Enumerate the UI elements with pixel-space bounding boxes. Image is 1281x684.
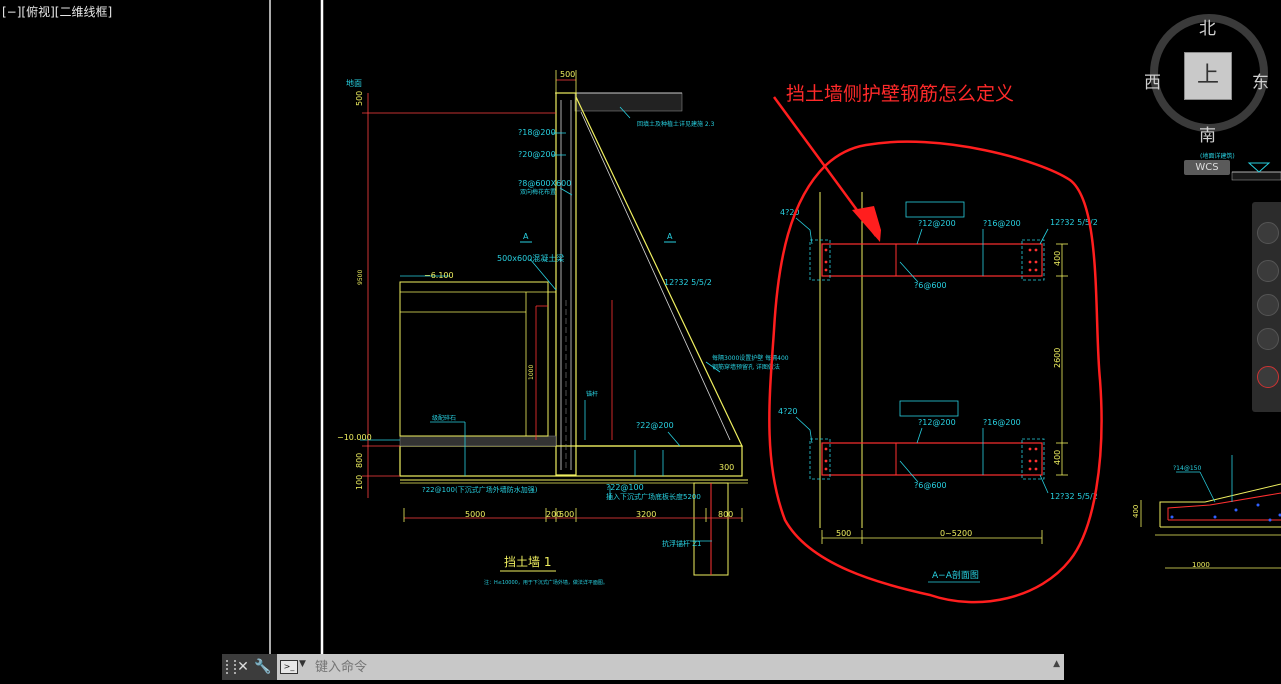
aa-dim-4: 500 bbox=[836, 529, 851, 538]
buttress bbox=[576, 97, 742, 446]
markup-circle bbox=[769, 142, 1101, 602]
markup-arrow-head bbox=[852, 206, 881, 242]
anchor-label: 锚杆 bbox=[586, 390, 598, 398]
section-mark-a1: A bbox=[523, 232, 529, 241]
ground-hatch bbox=[575, 93, 682, 111]
viewcube-top-face[interactable]: 上 bbox=[1184, 52, 1232, 100]
rebar-label-3b: 双向梅花布置 bbox=[520, 188, 556, 196]
orbit-icon[interactable] bbox=[1257, 328, 1279, 350]
command-line-bar: ✕ 🔧 >_ ▼ ▲ bbox=[222, 654, 1064, 680]
mid-note-2: 钢筋穿墙预留孔 详图做法 bbox=[712, 363, 780, 371]
drawing-note: 注：H≤10000，用于下沉式广场外墙，做法详平面图。 bbox=[484, 579, 608, 586]
dim-5000: 5000 bbox=[465, 510, 485, 519]
steering-wheel-icon[interactable] bbox=[1257, 222, 1279, 244]
aa-rebar-5: ?6@600 bbox=[914, 281, 947, 290]
customize-wrench-icon[interactable]: 🔧 bbox=[254, 657, 272, 677]
dim-left-500: 500 bbox=[355, 91, 364, 106]
markup-question-text: 挡土墙侧护壁钢筋怎么定义 bbox=[786, 83, 1014, 105]
slope-rebar-label: 12?32 5/5/2 bbox=[664, 278, 712, 287]
drawing-title: 挡土墙 1 bbox=[504, 555, 551, 569]
aa-dim-2: 2600 bbox=[1053, 348, 1062, 368]
partial-dim-1000: 1000 bbox=[1192, 561, 1210, 569]
dim-height: 9500 bbox=[357, 270, 364, 285]
partial-dim-400: 400 bbox=[1132, 505, 1140, 518]
compass-south[interactable]: 南 bbox=[1199, 121, 1216, 146]
aa-rebar-10: ?6@600 bbox=[914, 481, 947, 490]
navigation-bar bbox=[1252, 202, 1281, 412]
aa-rebar-2: ?12@200 bbox=[918, 219, 956, 228]
elev-10000: −10.000 bbox=[337, 433, 372, 442]
showmotion-icon[interactable] bbox=[1257, 366, 1279, 388]
pan-icon[interactable] bbox=[1257, 260, 1279, 282]
close-icon[interactable]: ✕ bbox=[234, 657, 252, 677]
aa-rebar-9: 12?32 5/5/2 bbox=[1050, 492, 1098, 501]
aa-rebar-6: 4?20 bbox=[778, 407, 798, 416]
viewcube[interactable]: 上 北 南 西 东 bbox=[1150, 14, 1268, 132]
aa-rebar-3: ?16@200 bbox=[983, 219, 1021, 228]
top-note: 回填土及种植土详见建施 2.3 bbox=[637, 120, 715, 128]
wcs-menu-button[interactable]: WCS bbox=[1184, 160, 1230, 175]
bottom-rebar-2: ?22@100(下沉式广场外墙防水加强) bbox=[422, 485, 538, 494]
recent-commands-dropdown-icon[interactable]: ▼ bbox=[299, 659, 306, 669]
dim-top-500: 500 bbox=[560, 70, 575, 79]
section-aa bbox=[796, 192, 1068, 544]
rebar-label-1: ?18@200 bbox=[518, 128, 556, 137]
dim-3200: 3200 bbox=[636, 510, 656, 519]
top-right-note: (地面详建筑) bbox=[1200, 152, 1235, 160]
aa-caption: A−A剖面图 bbox=[932, 569, 979, 581]
partial-rebar: ?14@150 bbox=[1173, 465, 1201, 472]
command-input[interactable] bbox=[315, 657, 1035, 677]
command-history-up-icon[interactable]: ▲ bbox=[1053, 659, 1060, 669]
dim-500: 500 bbox=[559, 510, 574, 519]
dim-left-100: 100 bbox=[355, 475, 364, 490]
aa-dim-1: 400 bbox=[1053, 251, 1062, 266]
rebar-label-2: ?20@200 bbox=[518, 150, 556, 159]
aa-dim-5: 0~5200 bbox=[940, 529, 972, 538]
dim-1000: 1000 bbox=[528, 365, 535, 380]
bottom-rebar-3: ?22@100 bbox=[606, 483, 644, 492]
command-line-controls: ✕ 🔧 bbox=[222, 654, 277, 680]
section-mark-a2: A bbox=[667, 232, 673, 241]
gravel-label: 级配碎石 bbox=[432, 414, 456, 422]
compass-east[interactable]: 东 bbox=[1252, 68, 1269, 93]
bottom-rebar-4: 插入下沉式广场底板长度5200 bbox=[606, 492, 701, 501]
label-ground: 地面 bbox=[346, 78, 362, 88]
compass-west[interactable]: 西 bbox=[1144, 68, 1161, 93]
mid-note-1: 每隔3000设置护壁 每隔400 bbox=[712, 354, 789, 362]
rebar-label-3: ?8@600X600 bbox=[518, 179, 571, 188]
pile-label: 抗浮锚杆 Z1 bbox=[662, 539, 701, 548]
markup-annotation bbox=[769, 97, 1101, 602]
aa-dim-3: 400 bbox=[1053, 450, 1062, 465]
aa-rebar-7: ?12@200 bbox=[918, 418, 956, 427]
command-prompt-icon[interactable]: >_ bbox=[280, 660, 298, 674]
compass-north[interactable]: 北 bbox=[1199, 14, 1216, 39]
dim-left-800: 800 bbox=[355, 453, 364, 468]
dim-300: 300 bbox=[719, 463, 734, 472]
viewport-controls-label[interactable]: [−][俯视][二维线框] bbox=[2, 3, 112, 20]
beam-label: 500x600混凝土梁 bbox=[497, 253, 564, 263]
dim-800: 800 bbox=[718, 510, 733, 519]
bottom-rebar-1: ?22@200 bbox=[636, 421, 674, 430]
elev-6100: −6.100 bbox=[424, 271, 454, 280]
aa-rebar-8: ?16@200 bbox=[983, 418, 1021, 427]
zoom-icon[interactable] bbox=[1257, 294, 1279, 316]
